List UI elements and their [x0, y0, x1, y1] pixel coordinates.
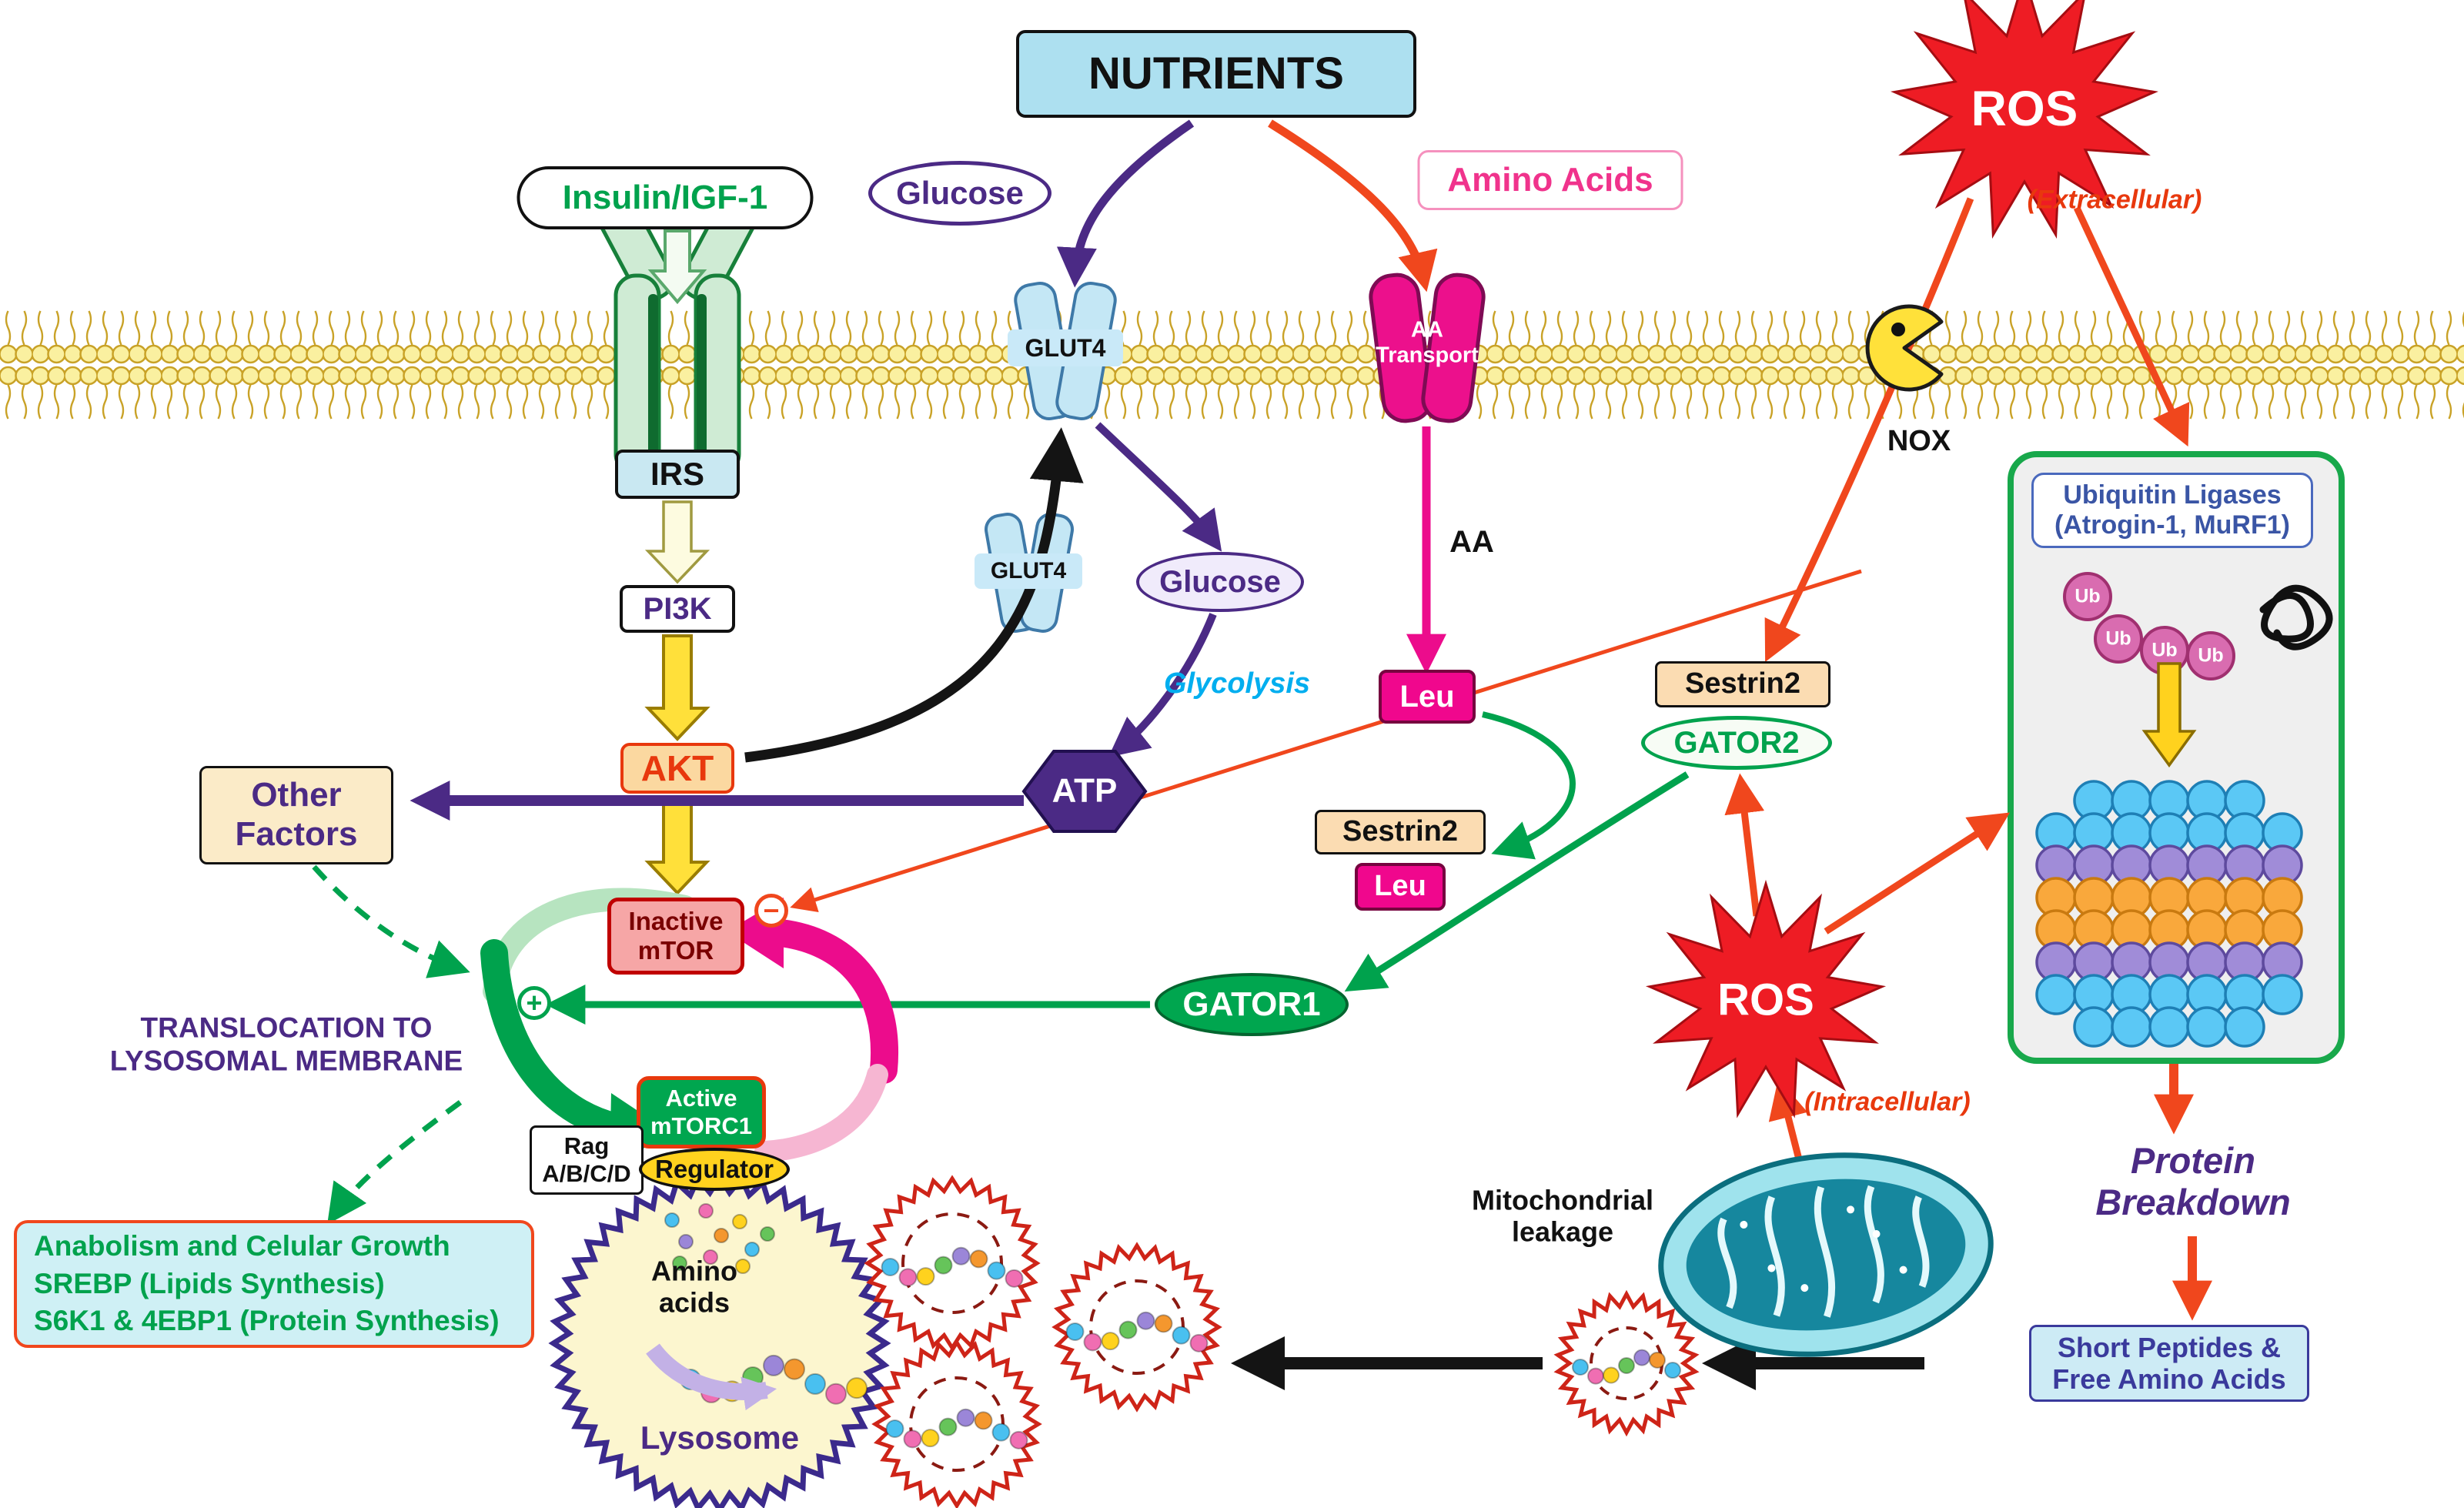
ros-extracellular-starburst	[1891, 0, 2158, 239]
arrow-glut4-to-glucose	[1095, 422, 1222, 552]
block-arrows	[644, 500, 710, 895]
arrow-rosintra-to-panel	[1824, 812, 2011, 935]
proteasome-barrel	[2035, 780, 2303, 1048]
active-mtorc1-box: Active mTORC1	[637, 1076, 766, 1149]
arrow-pi3k-to-akt	[644, 634, 710, 741]
ub-label: Ub	[2151, 639, 2178, 661]
activation-symbol: +	[517, 986, 551, 1020]
arrow-into-proteasome	[2141, 662, 2197, 767]
ub-label: Ub	[2105, 627, 2131, 650]
regulator-oval: Regulator	[639, 1148, 790, 1191]
glucose-cytosol-oval: Glucose	[1136, 552, 1304, 612]
signal-arrows	[312, 422, 2212, 1390]
short-peptides-box: Short Peptides & Free Amino Acids	[2029, 1325, 2309, 1402]
protein-substrate-squiggle	[2259, 584, 2333, 650]
nox-label: NOX	[1887, 425, 1951, 458]
aa-transporter-label: AA Transport	[1376, 317, 1479, 368]
gator1-oval: GATOR1	[1155, 973, 1349, 1036]
vesicles	[864, 1175, 1700, 1508]
irs-box: IRS	[615, 450, 740, 499]
insulin-igf1-box: Insulin/IGF-1	[517, 166, 814, 229]
arrow-nutrients-to-aa-transporter	[1268, 119, 1438, 293]
inhibition-symbol: −	[754, 894, 788, 928]
ub-label: Ub	[2075, 585, 2101, 607]
arrow-akt-to-glut4-translocation	[744, 427, 1084, 763]
amino-acids-box: Amino Acids	[1417, 150, 1683, 210]
arrow-nutrients-to-glut4	[1056, 119, 1195, 288]
ros-extracellular-label: ROS	[1971, 81, 2078, 137]
glycolysis-label: Glycolysis	[1163, 667, 1311, 701]
cell-membrane	[0, 299, 2464, 420]
ubiquitin-chain	[2063, 572, 2235, 680]
ros-intracellular-label: ROS	[1717, 975, 1814, 1025]
vesicle	[1553, 1289, 1700, 1437]
atp-label: ATP	[1051, 771, 1118, 810]
ubiquitin-ligases-box: Ubiquitin Ligases (Atrogin-1, MuRF1)	[2031, 473, 2313, 548]
cycle-arrow-green	[480, 939, 630, 1141]
ros-intracellular-starburst	[1645, 879, 1887, 1118]
ub-label: Ub	[2198, 644, 2224, 667]
lysosome-organelle	[548, 1172, 891, 1508]
arrow-other-factors-dashed	[312, 864, 470, 978]
ros-starbursts	[1645, 0, 2158, 1118]
sestrin2-free-box: Sestrin2	[1655, 661, 1830, 707]
protein-breakdown-label: Protein Breakdown	[2095, 1139, 2291, 1222]
inactive-mtor-box: Inactive mTOR	[607, 898, 744, 975]
nutrients-box: NUTRIENTS	[1016, 30, 1416, 118]
arrow-rosintra-to-gator2	[1724, 773, 1765, 917]
vesicle	[864, 1175, 1041, 1352]
amino-acids-lysosome-label: Amino acids	[651, 1255, 737, 1319]
sestrin2-bound-box: Sestrin2	[1315, 810, 1486, 854]
mitochondria	[1658, 1152, 1994, 1357]
mitochondrial-leakage-label: Mitochondrial leakage	[1472, 1184, 1653, 1248]
arrow-ros-to-ubiquitin-panel	[2073, 206, 2190, 447]
translocation-label: TRANSLOCATION TO LYSOSOMAL MEMBRANE	[109, 1011, 463, 1076]
arrow-mito-to-rosintra	[1768, 1078, 1808, 1164]
extracellular-note: (Extracellular)	[2027, 185, 2202, 215]
glut4-cytosol-label: GLUT4	[975, 553, 1082, 589]
arrow-gator2-to-gator1	[1344, 771, 1690, 992]
vesicle	[871, 1339, 1042, 1508]
arrow-akt-to-mtor	[644, 796, 710, 895]
aa-label: AA	[1449, 525, 1494, 559]
arrow-irs-to-pi3k	[644, 500, 710, 584]
aa-transporter-shape	[1369, 273, 1486, 423]
arrow-to-anabolism-dashed	[327, 1100, 463, 1225]
cycle-arrow-magenta	[767, 919, 899, 1084]
akt-box: AKT	[620, 743, 734, 794]
gator2-oval: GATOR2	[1641, 716, 1832, 770]
leu-transport-box: Leu	[1379, 670, 1476, 724]
nox-enzyme	[1865, 304, 1944, 392]
vesicle	[1051, 1242, 1222, 1413]
arrow-glucose-to-atp	[1108, 613, 1217, 757]
arrow-ros-inhibits-mtor	[790, 569, 1862, 913]
anabolism-box: Anabolism and Celular Growth SREBP (Lipi…	[14, 1220, 534, 1348]
ligand-arrow	[647, 229, 707, 305]
ubiquitin-machinery	[2035, 572, 2333, 1048]
cycle-arc-pale-pink	[754, 1064, 888, 1162]
atp-hexagon	[1021, 750, 1148, 833]
arrow-leu-to-sestrin2-complex	[1482, 711, 1576, 860]
rag-box: Rag A/B/C/D	[530, 1125, 644, 1195]
other-factors-box: Other Factors	[199, 766, 393, 864]
lysosome-label: Lysosome	[640, 1419, 800, 1456]
intracellular-note: (Intracellular)	[1804, 1087, 1971, 1117]
lysosome-amino-acid-dots	[664, 1203, 775, 1274]
lysosome-arrow	[646, 1343, 777, 1411]
glut4-membrane-label: GLUT4	[1008, 329, 1123, 366]
pi3k-box: PI3K	[620, 585, 735, 633]
glucose-extracellular-oval: Glucose	[868, 161, 1051, 226]
leu-bound-box: Leu	[1355, 863, 1446, 911]
